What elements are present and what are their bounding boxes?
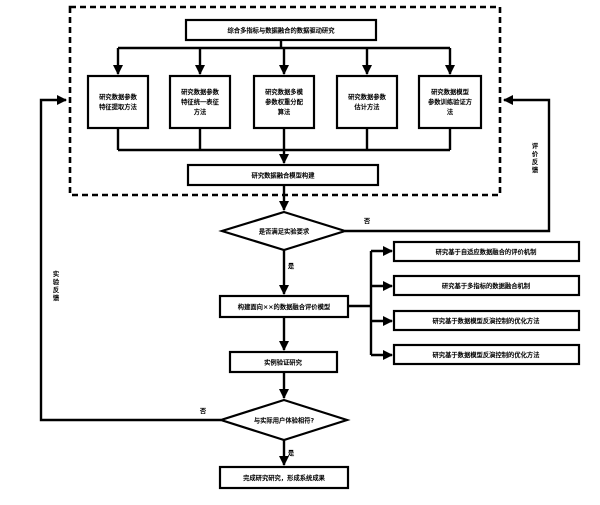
mechanism-box-1-label: 研究基于自适应数据融合的评价机制 bbox=[436, 247, 537, 256]
method-box-4 bbox=[335, 74, 399, 130]
yes-label-1: 是 bbox=[287, 261, 295, 270]
mechanism-box-1 bbox=[392, 240, 581, 263]
right-loop-char-3: 反 bbox=[532, 157, 539, 166]
method-box-5-line-1: 研究数据模型 bbox=[431, 87, 469, 96]
modeling-box-label: 构建面向××的数据融合评价模型 bbox=[238, 302, 331, 311]
method-box-1-line-1: 研究数据参数 bbox=[99, 92, 137, 101]
yes-label-2: 是 bbox=[287, 448, 295, 457]
method-box-3 bbox=[252, 74, 316, 130]
method-box-2-line-1: 研究数据参数 bbox=[181, 87, 219, 96]
method-box-3-line-1: 研究数据多模 bbox=[265, 87, 303, 96]
method-box-2-line-2: 特征统一表征 bbox=[181, 97, 219, 106]
no-label-1: 否 bbox=[363, 217, 371, 225]
method-box-1-line-2: 特征提取方法 bbox=[99, 102, 137, 111]
method-box-3-line-3: 算法 bbox=[278, 107, 291, 116]
experiment-feedback-arrow bbox=[39, 94, 221, 422]
no-label-2: 否 bbox=[199, 407, 207, 415]
decision-1-label: 是否满足实验要求 bbox=[258, 227, 310, 236]
evaluation-feedback-arrow bbox=[345, 94, 551, 233]
left-loop-char-4: 馈 bbox=[53, 293, 60, 302]
model-box-label: 研究数据融合模型构建 bbox=[252, 171, 316, 180]
mechanism-box-2 bbox=[392, 274, 581, 297]
mechanism-box-3-label: 研究基于数据模型反演控制的优化方法 bbox=[432, 316, 540, 325]
method-box-1 bbox=[86, 74, 150, 130]
mechanism-box-4 bbox=[392, 343, 581, 366]
method-box-2 bbox=[168, 74, 232, 130]
mechanism-box-2-label: 研究基于多指标的数据融合机制 bbox=[442, 281, 530, 290]
method-box-4-line-2: 估计方法 bbox=[353, 102, 380, 111]
method-box-2-line-3: 方法 bbox=[194, 107, 207, 116]
decision-2-label: 与实际用户体验相符? bbox=[254, 416, 315, 425]
left-loop-char-3: 反 bbox=[53, 285, 60, 294]
final-box bbox=[218, 465, 350, 490]
left-loop-char-1: 实 bbox=[53, 269, 60, 278]
mechanism-box-3 bbox=[392, 309, 581, 332]
top-box-label: 综合多指标与数据融合的数据驱动研究 bbox=[227, 26, 335, 35]
method-box-5-line-2: 参数训练验证方 bbox=[428, 97, 473, 106]
mechanism-box-4-label: 研究基于数据模型反演控制的优化方法 bbox=[432, 350, 540, 359]
method-box-5-line-3: 法 bbox=[447, 107, 454, 116]
method-box-3-line-2: 参数权重分配 bbox=[265, 97, 303, 106]
right-loop-char-2: 价 bbox=[532, 150, 539, 158]
final-box-label: 完成研究研究，形成系统成果 bbox=[243, 473, 326, 482]
right-loop-char-4: 馈 bbox=[532, 165, 539, 174]
right-loop-char-1: 评 bbox=[532, 142, 539, 150]
left-loop-char-2: 验 bbox=[53, 277, 60, 286]
validation-box-label: 实例验证研究 bbox=[264, 358, 302, 367]
method-box-4-line-1: 研究数据参数 bbox=[348, 92, 386, 101]
